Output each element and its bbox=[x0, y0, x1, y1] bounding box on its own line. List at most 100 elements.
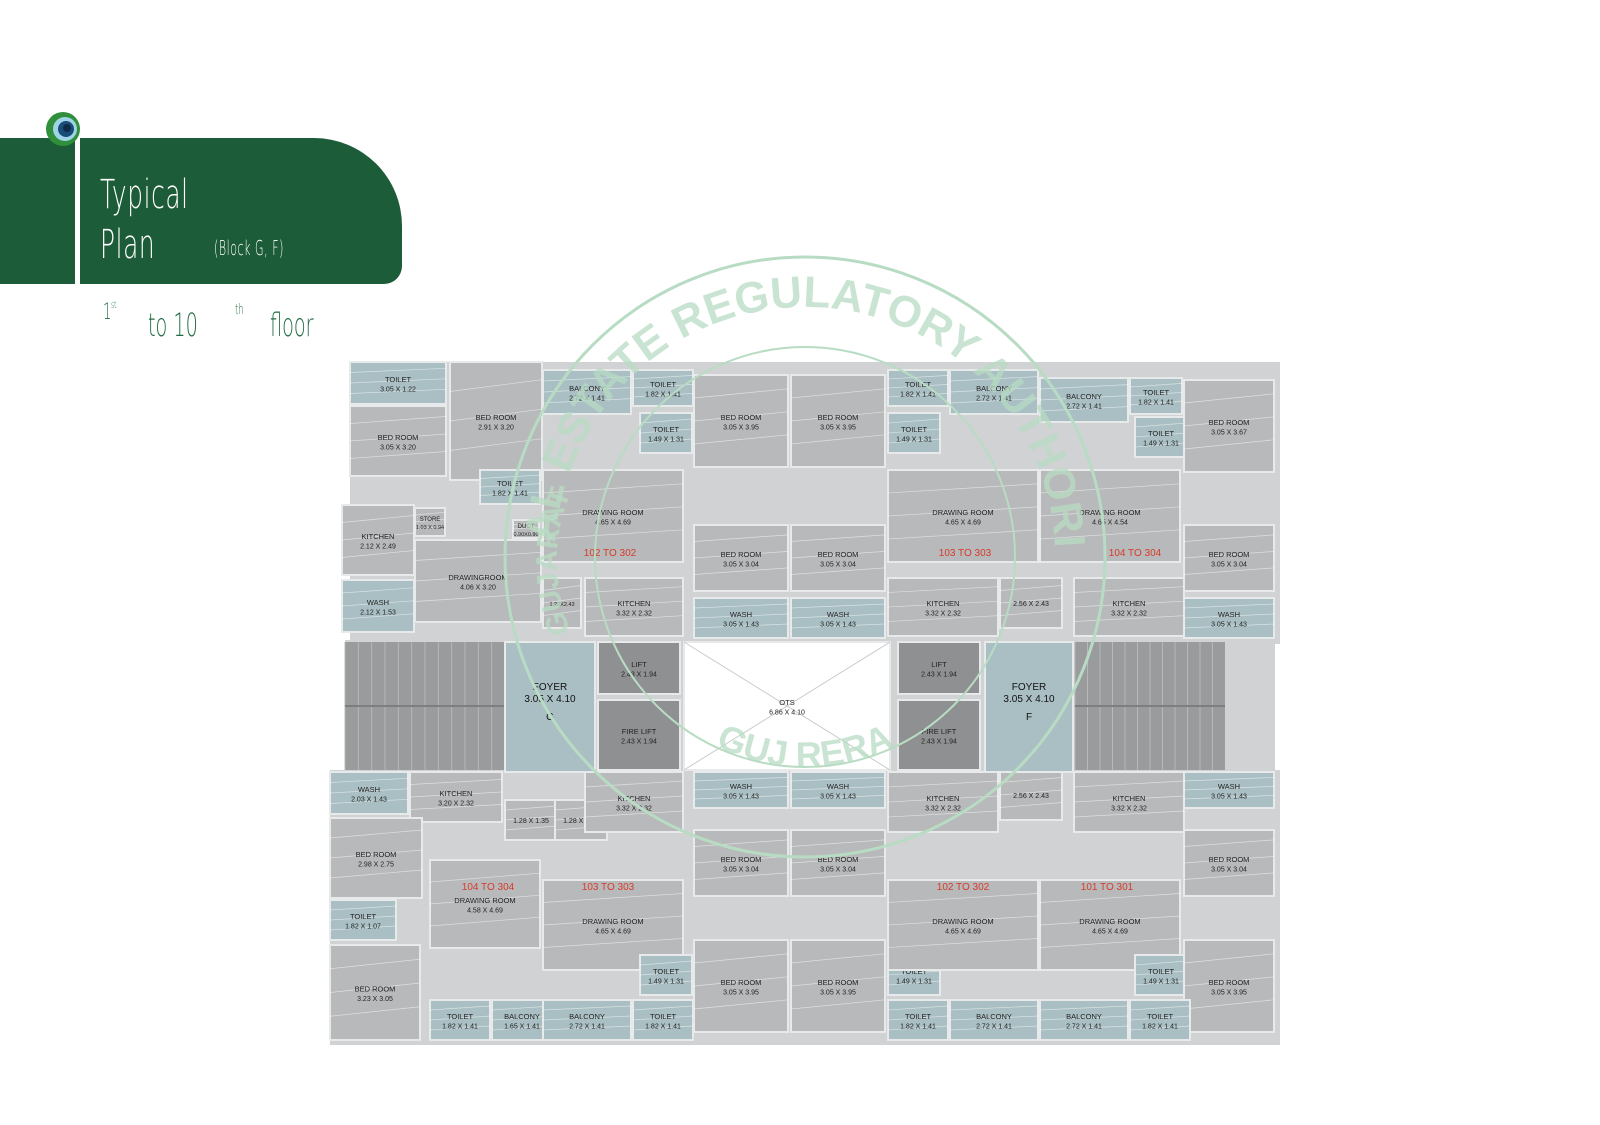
room-dimension: 3.32 X 2.32 bbox=[1111, 611, 1147, 618]
room-dimension: 3.05 X 1.43 bbox=[1211, 794, 1247, 801]
floor-finish-line bbox=[887, 980, 941, 986]
floor-finish-line bbox=[790, 999, 886, 1010]
room-dimension: 3.23 X 3.05 bbox=[357, 996, 393, 1003]
floor-finish-line bbox=[949, 1005, 1039, 1011]
floor-finish-line bbox=[329, 788, 409, 794]
floor-finish-line bbox=[349, 451, 447, 459]
room-label: TOILET bbox=[385, 375, 412, 384]
floor-finish-line bbox=[329, 982, 421, 993]
room-dimension: 3.32 X 2.32 bbox=[616, 806, 652, 813]
floor-finish-line bbox=[632, 1015, 694, 1021]
floor-finish-line bbox=[1134, 970, 1188, 976]
room-dimension: 2.91 X 3.20 bbox=[478, 425, 514, 432]
staircase bbox=[1074, 642, 1225, 770]
room-dimension: 1.49 X 1.31 bbox=[1143, 979, 1179, 986]
room-dimension: 3.05 X 3.04 bbox=[820, 562, 856, 569]
foyer-fill bbox=[504, 641, 596, 773]
room-fill bbox=[429, 859, 541, 949]
room-label: BED ROOM bbox=[721, 413, 762, 422]
unit-range-label: 102 TO 302 bbox=[584, 548, 637, 559]
floor-finish-line bbox=[341, 613, 415, 620]
room-label: FIRE LIFT bbox=[922, 727, 957, 736]
room-label: WASH bbox=[730, 610, 752, 619]
floor-finish-line bbox=[341, 587, 415, 594]
floor-finish-line bbox=[790, 872, 886, 880]
room-dimension: 3.05 X 3.04 bbox=[820, 867, 856, 874]
room: TOILET 1.49 X 1.31 bbox=[1134, 954, 1188, 996]
room-label: TOILET bbox=[1148, 429, 1175, 438]
unit-range-label: 104 TO 304 bbox=[462, 882, 515, 893]
floor-finish-line bbox=[542, 893, 684, 903]
floor-finish-line bbox=[409, 779, 503, 785]
floor-finish-line bbox=[639, 970, 693, 976]
floor-finish-line bbox=[887, 970, 941, 976]
room-label: BED ROOM bbox=[721, 978, 762, 987]
block-note: (Block G, F) bbox=[214, 236, 284, 260]
room: 2.56 X 2.43 bbox=[999, 769, 1063, 821]
floor-finish-line bbox=[1039, 915, 1181, 926]
floor-finish-line bbox=[329, 798, 409, 804]
room-label: DRAWING ROOM bbox=[582, 508, 643, 517]
floor-finish-line bbox=[1183, 534, 1275, 542]
room-dimension: 2.72 X 1.41 bbox=[976, 1024, 1012, 1031]
floor-finish-line bbox=[1183, 603, 1275, 609]
room-label: BALCONY bbox=[1066, 392, 1102, 401]
floor-finish-line bbox=[1183, 786, 1275, 791]
floor-finish-line bbox=[1183, 999, 1275, 1010]
room-label: BED ROOM bbox=[818, 413, 859, 422]
room-label: KITCHEN bbox=[1113, 794, 1146, 803]
room-label: LIFT bbox=[931, 660, 947, 669]
floor-to-sup: th bbox=[235, 302, 244, 318]
room-label: DRAWING ROOM bbox=[1079, 917, 1140, 926]
floor-finish-line bbox=[1134, 960, 1188, 966]
floor-finish-line bbox=[1183, 551, 1275, 559]
floor-finish-line bbox=[341, 515, 415, 523]
floor-finish-line bbox=[639, 980, 693, 986]
floor-finish-line bbox=[429, 894, 541, 905]
floor-finish-line bbox=[693, 953, 789, 964]
room-dimension: 2.03 X 1.43 bbox=[351, 797, 387, 804]
room-label: TOILET bbox=[901, 967, 928, 976]
room-label: KITCHEN bbox=[362, 532, 395, 541]
floor-finish-line bbox=[1134, 432, 1188, 438]
room-dimension: 1.49 X 1.31 bbox=[648, 979, 684, 986]
floor-finish-line bbox=[542, 1005, 632, 1011]
foyer-dimension: 3.05 X 4.10 bbox=[1003, 694, 1055, 705]
room-dimension: 1.49 X 1.31 bbox=[1143, 441, 1179, 448]
room-dimension: 4.65 X 4.69 bbox=[945, 520, 981, 527]
floor-finish-line bbox=[329, 958, 421, 970]
room-dimension: 2.56 X 2.43 bbox=[1013, 793, 1049, 800]
floor-finish-line bbox=[887, 1015, 949, 1021]
room-label: TOILET bbox=[1148, 967, 1175, 976]
floor-from-sup: st bbox=[111, 300, 117, 311]
room-label: DRAWING ROOM bbox=[932, 917, 993, 926]
floor-finish-line bbox=[887, 938, 1039, 948]
room-dimension: 3.32 X 2.32 bbox=[925, 611, 961, 618]
floor-finish-line bbox=[429, 916, 541, 927]
floor-finish-line bbox=[329, 905, 397, 911]
room-dimension: 1.82 X 1.41 bbox=[900, 1024, 936, 1031]
room-label: BED ROOM bbox=[818, 550, 859, 559]
floor-finish-line bbox=[887, 915, 1039, 926]
room-dimension: 3.05 X 3.95 bbox=[820, 425, 856, 432]
room-dimension: 1.82 X 1.41 bbox=[900, 392, 936, 399]
floor-finish-line bbox=[329, 1006, 421, 1017]
room-dimension: 2.98 X 2.75 bbox=[358, 862, 394, 869]
room-dimension: 4.06 X 3.20 bbox=[460, 585, 496, 592]
floor-finish-line bbox=[790, 976, 886, 987]
floor-to: to 10 bbox=[148, 306, 198, 344]
floor-finish-line bbox=[693, 872, 789, 880]
